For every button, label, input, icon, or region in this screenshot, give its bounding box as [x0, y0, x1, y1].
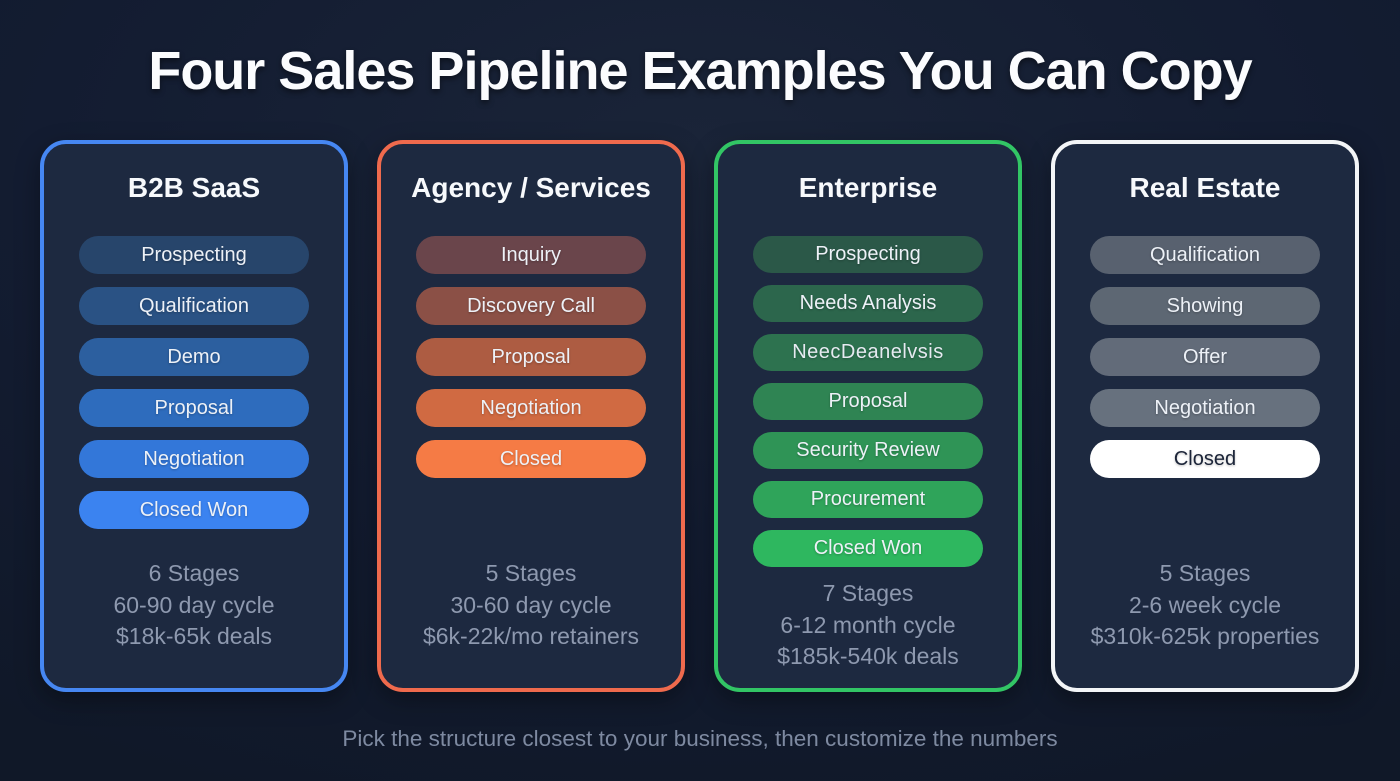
stage-pill: Closed Won	[79, 491, 309, 529]
stat-deal-size: $6k-22k/mo retainers	[422, 623, 640, 649]
stat-stage-count: 5 Stages	[485, 560, 577, 586]
card-title: Enterprise	[798, 172, 938, 203]
stage-pill: Procurement	[753, 481, 983, 518]
stage-pill: Proposal	[753, 383, 983, 420]
page-title: Four Sales Pipeline Examples You Can Cop…	[148, 41, 1252, 101]
stage-pill: Negotiation	[1090, 389, 1320, 427]
card-title: B2B SaaS	[127, 172, 261, 203]
stage-pill: Qualification	[1090, 236, 1320, 274]
card-title: Agency / Services	[411, 172, 651, 203]
stage-pill: Needs Analysis	[753, 285, 983, 322]
stat-deal-size: $185k-540k deals	[777, 643, 959, 669]
stage-pill-stack: Inquiry Discovery Call Proposal Negotiat…	[381, 236, 681, 478]
card-stats: 6 Stages 60-90 day cycle $18k-65k deals	[44, 558, 344, 653]
stage-pill: Prospecting	[753, 236, 983, 273]
stage-pill: Demo	[79, 338, 309, 376]
stat-cycle-length: 6-12 month cycle	[780, 611, 956, 638]
stage-pill: Proposal	[416, 338, 646, 376]
stage-pill-stack: Prospecting Needs Analysis NeecDeanelvsi…	[718, 236, 1018, 567]
stat-property-value: $310k-625k properties	[1090, 623, 1320, 649]
stage-pill: Discovery Call	[416, 287, 646, 325]
card-title: Real Estate	[1129, 172, 1281, 203]
stat-stage-count: 6 Stages	[148, 560, 240, 586]
stat-stage-count: 7 Stages	[822, 580, 914, 606]
pipeline-card-b2b-saas: B2B SaaS Prospecting Qualification Demo …	[40, 140, 348, 692]
stage-pill: Closed	[416, 440, 646, 478]
stat-stage-count: 5 Stages	[1159, 560, 1251, 586]
card-stats: 7 Stages 6-12 month cycle $185k-540k dea…	[718, 578, 1018, 673]
pipeline-card-enterprise: Enterprise Prospecting Needs Analysis Ne…	[714, 140, 1022, 692]
stat-cycle-length: 60-90 day cycle	[113, 591, 275, 618]
stage-pill: Closed Won	[753, 530, 983, 567]
stat-cycle-length: 30-60 day cycle	[450, 591, 612, 618]
stage-pill-glitched-text: NeecDeanelvsis	[753, 334, 983, 371]
card-stats: 5 Stages 2-6 week cycle $310k-625k prope…	[1055, 558, 1355, 653]
footer-instruction: Pick the structure closest to your busin…	[342, 726, 1058, 751]
stage-pill: Showing	[1090, 287, 1320, 325]
stage-pill: Offer	[1090, 338, 1320, 376]
stage-pill: Prospecting	[79, 236, 309, 274]
pipeline-card-real-estate: Real Estate Qualification Showing Offer …	[1051, 140, 1359, 692]
stage-pill: Proposal	[79, 389, 309, 427]
stage-pill: Negotiation	[416, 389, 646, 427]
stage-pill: Inquiry	[416, 236, 646, 274]
pipeline-card-agency-services: Agency / Services Inquiry Discovery Call…	[377, 140, 685, 692]
stage-pill-stack: Qualification Showing Offer Negotiation …	[1055, 236, 1355, 478]
pipeline-cards-row: B2B SaaS Prospecting Qualification Demo …	[40, 140, 1360, 692]
card-stats: 5 Stages 30-60 day cycle $6k-22k/mo reta…	[381, 558, 681, 653]
stage-pill: Security Review	[753, 432, 983, 469]
stage-pill: Negotiation	[79, 440, 309, 478]
stage-pill: Closed	[1090, 440, 1320, 478]
stage-pill-stack: Prospecting Qualification Demo Proposal …	[44, 236, 344, 529]
stat-deal-size: $18k-65k deals	[116, 623, 272, 649]
stat-cycle-length: 2-6 week cycle	[1128, 591, 1282, 618]
stage-pill: Qualification	[79, 287, 309, 325]
